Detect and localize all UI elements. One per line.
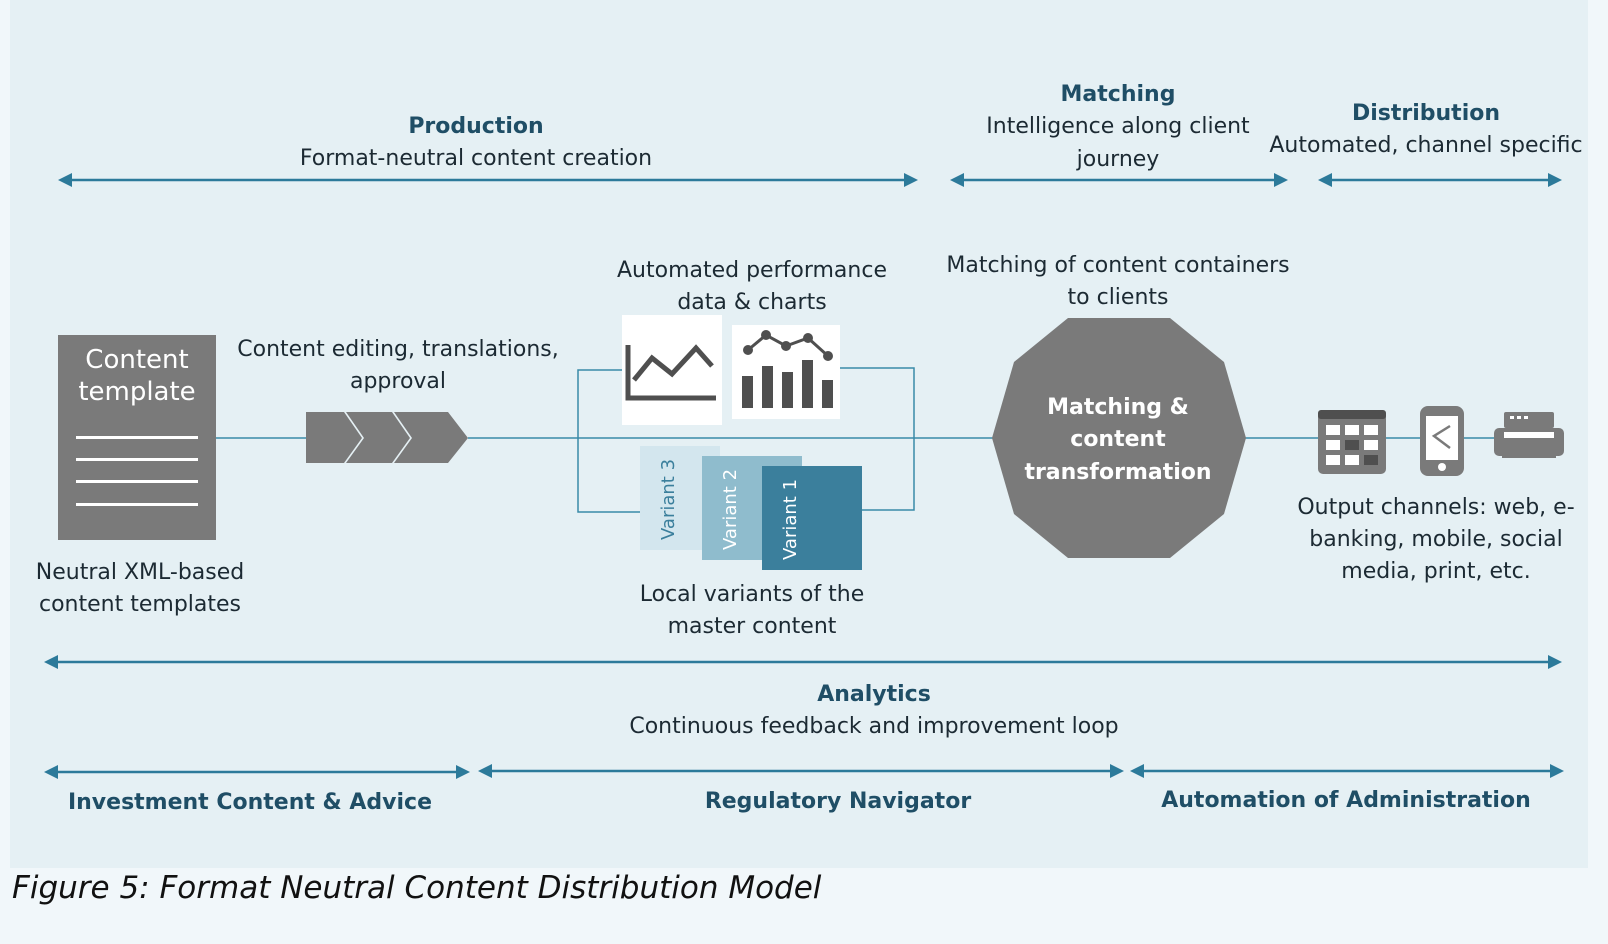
variant-3-label: Variant 3: [658, 459, 679, 540]
performance-label-line1: Automated performance: [617, 258, 887, 283]
matching-containers-line2: to clients: [1068, 285, 1169, 310]
process-chevrons-icon: [306, 412, 468, 463]
production-arrow: [58, 173, 918, 187]
transformation-label-line1: Matching &: [1047, 395, 1189, 420]
matching-containers-line1: Matching of content containers: [946, 253, 1289, 278]
investment-arrow: [44, 765, 470, 779]
transformation-label-line3: transformation: [1024, 460, 1211, 485]
variants-caption-line1: Local variants of the: [640, 582, 864, 607]
content-template-caption-line2: content templates: [39, 592, 241, 617]
regulatory-arrow: [478, 764, 1124, 778]
distribution-arrow: [1318, 173, 1562, 187]
figure-caption: Figure 5: Format Neutral Content Distrib…: [12, 870, 822, 906]
analytics-title: Analytics: [817, 682, 931, 707]
section-investment-content: Investment Content & Advice: [68, 790, 432, 815]
matching-title: Matching: [1061, 82, 1176, 107]
section-regulatory-navigator: Regulatory Navigator: [705, 789, 972, 814]
matching-arrow: [950, 173, 1288, 187]
content-template-caption-line1: Neutral XML-based: [36, 560, 244, 585]
editing-label-line1: Content editing, translations,: [237, 337, 558, 362]
output-channels-line2: banking, mobile, social: [1309, 527, 1562, 552]
matching-transformation-octagon: Matching & content transformation: [992, 318, 1246, 558]
line-chart-icon: [622, 315, 722, 425]
distribution-subtitle: Automated, channel specific: [1269, 133, 1582, 158]
variant-2-label: Variant 2: [720, 469, 741, 550]
variant-1-label: Variant 1: [780, 479, 801, 560]
output-channels-line1: Output channels: web, e-: [1297, 495, 1574, 520]
performance-label-line2: data & charts: [677, 290, 826, 315]
automation-arrow: [1130, 764, 1564, 778]
content-template-label-line2: template: [78, 377, 195, 407]
analytics-arrow: [44, 655, 1562, 669]
production-title: Production: [408, 114, 543, 139]
matching-subtitle-line2: journey: [1076, 147, 1160, 172]
content-template-label-line1: Content: [85, 345, 188, 375]
printer-icon: [1494, 412, 1564, 458]
matching-subtitle-line1: Intelligence along client: [986, 114, 1250, 139]
transformation-label-line2: content: [1070, 427, 1166, 452]
analytics-subtitle: Continuous feedback and improvement loop: [629, 714, 1118, 739]
distribution-title: Distribution: [1352, 101, 1500, 126]
bar-chart-icon: [732, 325, 840, 419]
mobile-share-icon: [1420, 406, 1464, 476]
editing-label-line2: approval: [350, 369, 446, 394]
output-channels-line3: media, print, etc.: [1341, 559, 1530, 584]
production-subtitle: Format-neutral content creation: [300, 146, 652, 171]
variants-caption-line2: master content: [668, 614, 837, 639]
flow-connectors: [216, 367, 1320, 513]
section-automation-administration: Automation of Administration: [1161, 788, 1531, 813]
content-template-box: Content template: [58, 335, 216, 540]
variant-1-card: Variant 1: [762, 466, 862, 570]
dashboard-icon: [1318, 410, 1386, 474]
